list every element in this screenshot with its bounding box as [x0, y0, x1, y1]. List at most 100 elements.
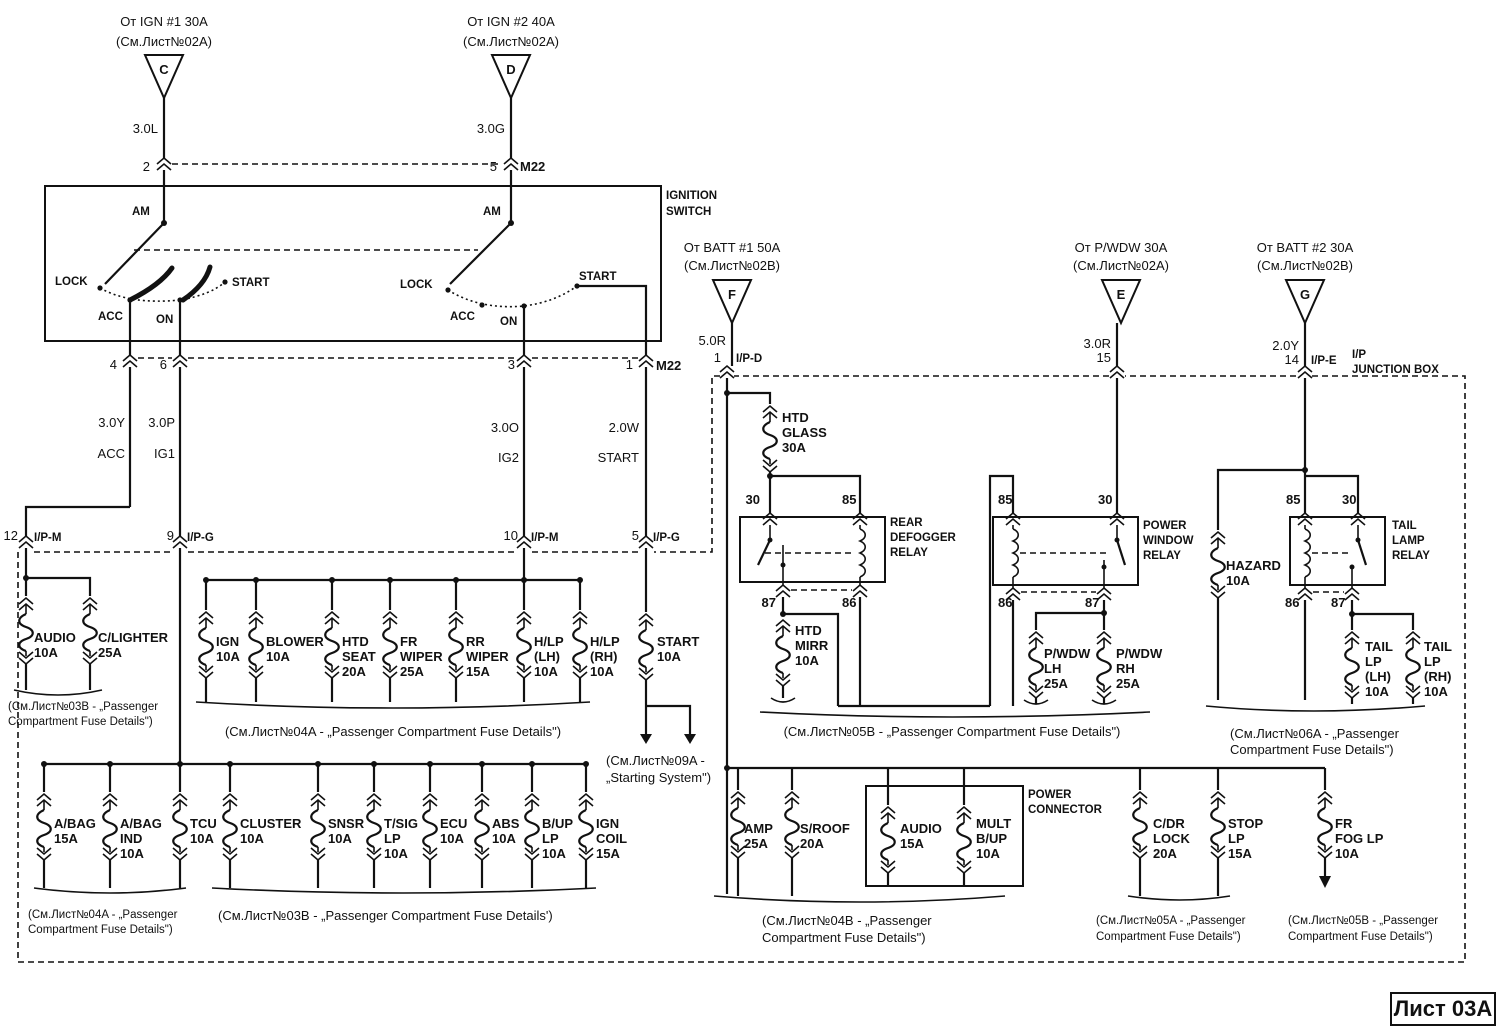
svg-text:T/SIG: T/SIG: [384, 816, 418, 831]
svg-text:M22: M22: [520, 159, 545, 174]
svg-text:IGN: IGN: [216, 634, 239, 649]
svg-text:AMP: AMP: [744, 821, 773, 836]
svg-text:Compartment Fuse Details"): Compartment Fuse Details"): [1096, 931, 1241, 943]
svg-text:10A: 10A: [1424, 684, 1448, 699]
svg-text:JUNCTION BOX: JUNCTION BOX: [1352, 364, 1439, 376]
svg-text:LP: LP: [1424, 654, 1441, 669]
svg-text:B/UP: B/UP: [542, 816, 573, 831]
svg-text:D: D: [506, 62, 515, 77]
svg-text:LP: LP: [1228, 831, 1245, 846]
svg-text:B/UP: B/UP: [976, 831, 1007, 846]
svg-text:10A: 10A: [34, 645, 58, 660]
svg-text:От P/WDW 30A: От P/WDW 30A: [1075, 240, 1168, 255]
svg-text:10A: 10A: [492, 831, 516, 846]
svg-text:10A: 10A: [328, 831, 352, 846]
svg-text:(См.Лист№02A): (См.Лист№02A): [116, 34, 212, 49]
svg-text:10A: 10A: [795, 653, 819, 668]
tail-lamp-relay: HAZARD 10A 85 30 TAIL LAMP RELAY 86 87 T…: [1205, 492, 1452, 757]
svg-text:20A: 20A: [800, 836, 824, 851]
svg-text:AM: AM: [483, 206, 501, 218]
svg-text:86: 86: [1285, 595, 1299, 610]
svg-text:25A: 25A: [400, 664, 424, 679]
svg-text:От IGN #2 40A: От IGN #2 40A: [467, 14, 555, 29]
svg-text:20A: 20A: [342, 664, 366, 679]
svg-text:12: 12: [4, 528, 18, 543]
svg-text:I/P-G: I/P-G: [653, 532, 680, 544]
svg-text:IGN: IGN: [596, 816, 619, 831]
svg-text:LP: LP: [1365, 654, 1382, 669]
svg-text:LP: LP: [542, 831, 559, 846]
rear-defogger-relay: 30 85 REAR DEFOGGER RELAY 87 86 HTD MIRR…: [739, 492, 990, 708]
svg-text:IG2: IG2: [498, 450, 519, 465]
svg-text:(См.Лист№02B): (См.Лист№02B): [1257, 258, 1353, 273]
svg-text:TAIL: TAIL: [1392, 520, 1417, 532]
svg-text:10A: 10A: [1335, 846, 1359, 861]
svg-text:(См.Лист№04A - „Passenger Comp: (См.Лист№04A - „Passenger Compartment Fu…: [225, 724, 561, 739]
svg-text:(См.Лист№06A - „Passenger: (См.Лист№06A - „Passenger: [1230, 726, 1400, 741]
svg-text:G: G: [1300, 287, 1310, 302]
svg-text:10A: 10A: [240, 831, 264, 846]
svg-text:IG1: IG1: [154, 446, 175, 461]
svg-text:WIPER: WIPER: [466, 649, 509, 664]
svg-text:10A: 10A: [120, 846, 144, 861]
svg-text:85: 85: [1286, 492, 1300, 507]
svg-text:FR: FR: [400, 634, 418, 649]
svg-text:3.0G: 3.0G: [477, 121, 505, 136]
svg-text:Compartment Fuse Details"): Compartment Fuse Details"): [762, 930, 926, 945]
svg-text:I/P-G: I/P-G: [187, 532, 214, 544]
svg-text:CLUSTER: CLUSTER: [240, 816, 302, 831]
svg-text:2.0Y: 2.0Y: [1272, 338, 1299, 353]
svg-text:От IGN #1 30A: От IGN #1 30A: [120, 14, 208, 29]
svg-text:10A: 10A: [190, 831, 214, 846]
svg-text:ECU: ECU: [440, 816, 467, 831]
svg-text:25A: 25A: [1116, 676, 1140, 691]
svg-text:SEAT: SEAT: [342, 649, 376, 664]
svg-text:LP: LP: [384, 831, 401, 846]
svg-text:DEFOGGER: DEFOGGER: [890, 532, 957, 544]
svg-text:2.0W: 2.0W: [609, 420, 640, 435]
svg-text:C/DR: C/DR: [1153, 816, 1185, 831]
svg-text:MIRR: MIRR: [795, 638, 829, 653]
ip-junction-box: I/P JUNCTION BOX 12 I/P-M 9 I/P-G 10 I/P…: [4, 349, 1466, 963]
svg-text:(См.Лист№05B - „Passenger Comp: (См.Лист№05B - „Passenger Compartment Fu…: [784, 724, 1121, 739]
svg-text:Compartment Fuse Details"): Compartment Fuse Details"): [1288, 931, 1433, 943]
svg-text:(См.Лист№02A): (См.Лист№02A): [463, 34, 559, 49]
svg-text:86: 86: [998, 595, 1012, 610]
svg-text:STOP: STOP: [1228, 816, 1263, 831]
svg-text:ON: ON: [156, 314, 173, 326]
svg-text:(LH): (LH): [1365, 669, 1391, 684]
svg-text:START: START: [598, 450, 639, 465]
svg-text:ACC: ACC: [98, 446, 125, 461]
svg-text:START: START: [657, 634, 699, 649]
svg-text:C: C: [159, 62, 169, 77]
svg-text:10A: 10A: [590, 664, 614, 679]
source-d: От IGN #2 40A (См.Лист№02A) D 3.0G 5 M22: [463, 14, 559, 174]
svg-text:10A: 10A: [1365, 684, 1389, 699]
svg-text:IND: IND: [120, 831, 142, 846]
svg-text:ABS: ABS: [492, 816, 520, 831]
svg-text:IGNITION: IGNITION: [666, 190, 717, 202]
svg-text:30: 30: [1342, 492, 1356, 507]
svg-text:9: 9: [167, 528, 174, 543]
svg-text:FR: FR: [1335, 816, 1353, 831]
svg-text:MULT: MULT: [976, 816, 1011, 831]
svg-text:HAZARD: HAZARD: [1226, 558, 1281, 573]
svg-text:3.0L: 3.0L: [133, 121, 158, 136]
fuse-hlplh: H/LP(LH)10A: [515, 577, 564, 702]
svg-text:25A: 25A: [1044, 676, 1068, 691]
svg-text:I/P-M: I/P-M: [531, 532, 558, 544]
svg-text:START: START: [232, 277, 269, 289]
svg-text:LAMP: LAMP: [1392, 535, 1425, 547]
svg-text:5: 5: [632, 528, 639, 543]
svg-text:M22: M22: [656, 358, 681, 373]
svg-text:LOCK: LOCK: [400, 279, 433, 291]
svg-text:86: 86: [842, 595, 856, 610]
